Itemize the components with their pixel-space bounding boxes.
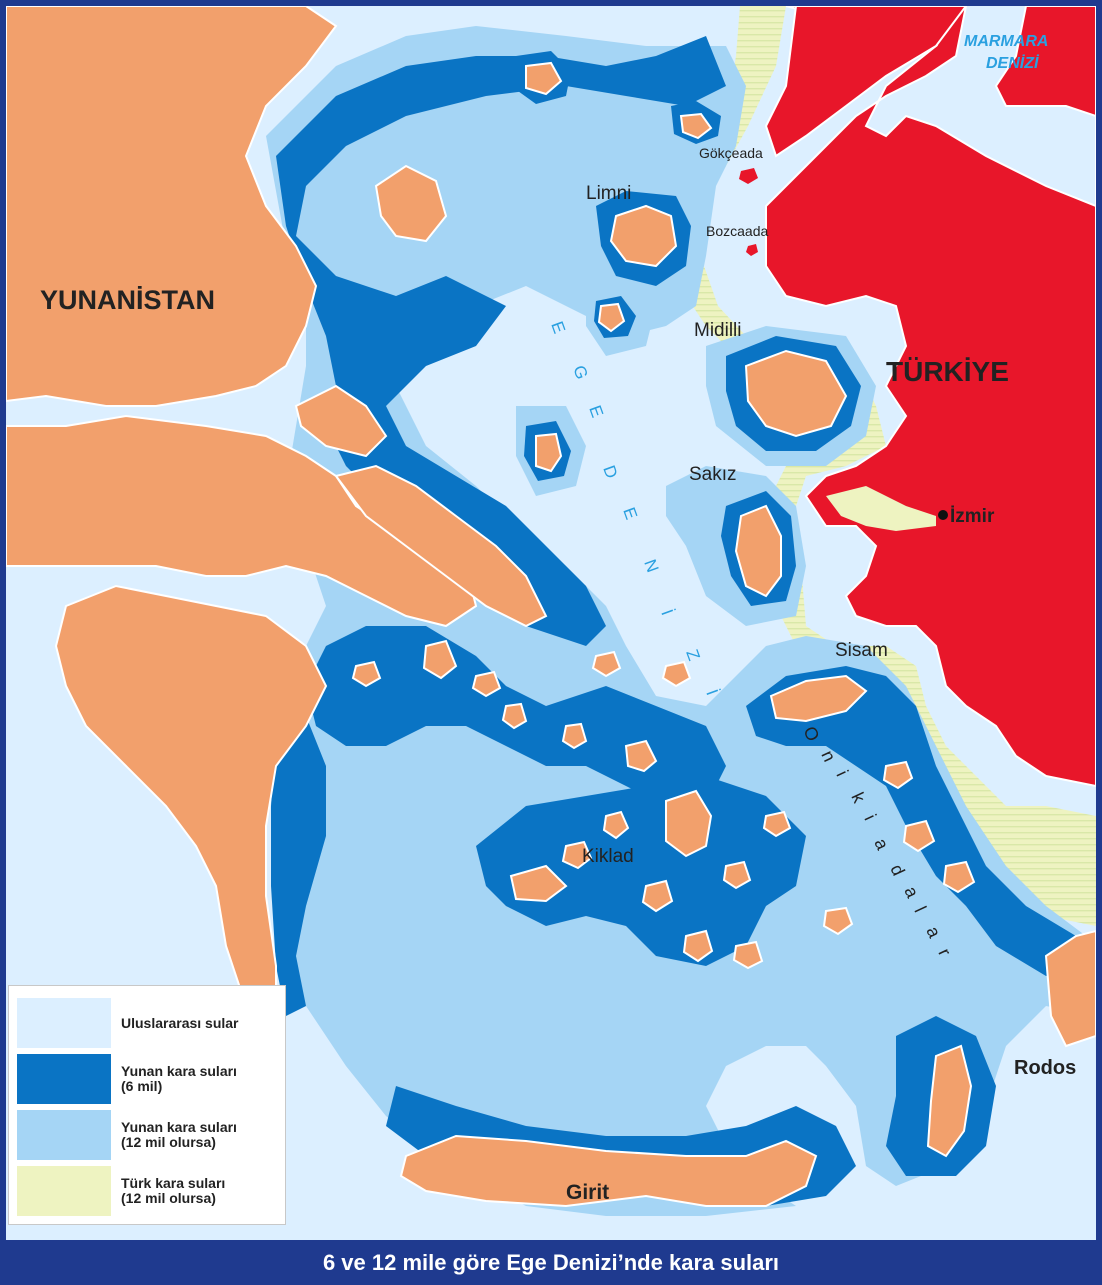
evia	[334, 464, 548, 628]
label-limni: Limni	[586, 183, 631, 204]
letter: İ	[702, 687, 721, 698]
greece-mainland	[6, 6, 338, 407]
legend-swatch	[17, 1110, 111, 1160]
letter: İ	[657, 607, 676, 618]
label-kiklad: Kiklad	[582, 846, 634, 867]
letter: N	[640, 557, 662, 575]
gokceada-island	[739, 168, 758, 184]
map-svg: YUNANİSTAN TÜRKİYE MARMARA DENİZİ Gökçea…	[6, 6, 1096, 1216]
label-gokceada: Gökçeada	[699, 145, 763, 161]
letter: E	[547, 319, 569, 336]
legend-label: Yunan kara suları	[121, 1119, 237, 1135]
label-rodos: Rodos	[1014, 1057, 1076, 1079]
letter: D	[599, 463, 621, 481]
legend-item-greek-6mi: Yunan kara suları (6 mil)	[17, 1054, 281, 1104]
legend-item-international: Uluslararası sular	[17, 998, 281, 1048]
legend-swatch	[17, 1054, 111, 1104]
legend-sublabel: (6 mil)	[121, 1078, 163, 1094]
islands	[351, 61, 1096, 1208]
turkey-thrace	[764, 6, 968, 158]
letter: G	[569, 363, 591, 382]
aegean-map: YUNANİSTAN TÜRKİYE MARMARA DENİZİ Gökçea…	[6, 6, 1096, 1240]
legend-swatch	[17, 1166, 111, 1216]
label-midilli: Midilli	[694, 320, 742, 341]
legend: Uluslararası sular Yunan kara suları (6 …	[8, 985, 286, 1225]
legend-label: Türk kara suları	[121, 1175, 226, 1191]
legend-label: Yunan kara suları	[121, 1063, 237, 1079]
peloponnese	[54, 584, 328, 1018]
halkidiki	[374, 164, 448, 243]
label-sisam: Sisam	[835, 640, 888, 661]
legend-swatch	[17, 998, 111, 1048]
legend-item-greek-12mi: Yunan kara suları (12 mil olursa)	[17, 1110, 281, 1160]
label-turkey: TÜRKİYE	[886, 356, 1009, 387]
izmir-marker	[938, 510, 948, 520]
greece-middle	[6, 414, 478, 628]
label-greece: YUNANİSTAN	[40, 285, 215, 315]
label-marmara-1: MARMARA	[964, 33, 1048, 50]
izmir-gulf	[826, 486, 936, 531]
legend-label: Uluslararası sular	[121, 1014, 239, 1031]
label-bozcaada: Bozcaada	[706, 223, 768, 239]
label-izmir: İzmir	[950, 506, 995, 527]
legend-item-turkish-12mi: Türk kara suları (12 mil olursa)	[17, 1166, 281, 1216]
map-caption: 6 ve 12 mile göre Ege Denizi’nde kara su…	[322, 1249, 780, 1275]
label-sakiz: Sakız	[689, 464, 737, 485]
legend-sublabel: (12 mil olursa)	[121, 1134, 216, 1150]
legend-sublabel: (12 mil olursa)	[121, 1190, 216, 1206]
aegean-greek-coast	[294, 384, 388, 458]
turkey-land	[765, 6, 1096, 788]
letter: E	[619, 505, 641, 522]
letter: E	[585, 403, 607, 420]
bozcaada-island	[746, 244, 758, 256]
label-girit: Girit	[566, 1181, 609, 1204]
letter: Z	[682, 647, 703, 663]
label-marmara-2: DENİZİ	[986, 54, 1040, 72]
